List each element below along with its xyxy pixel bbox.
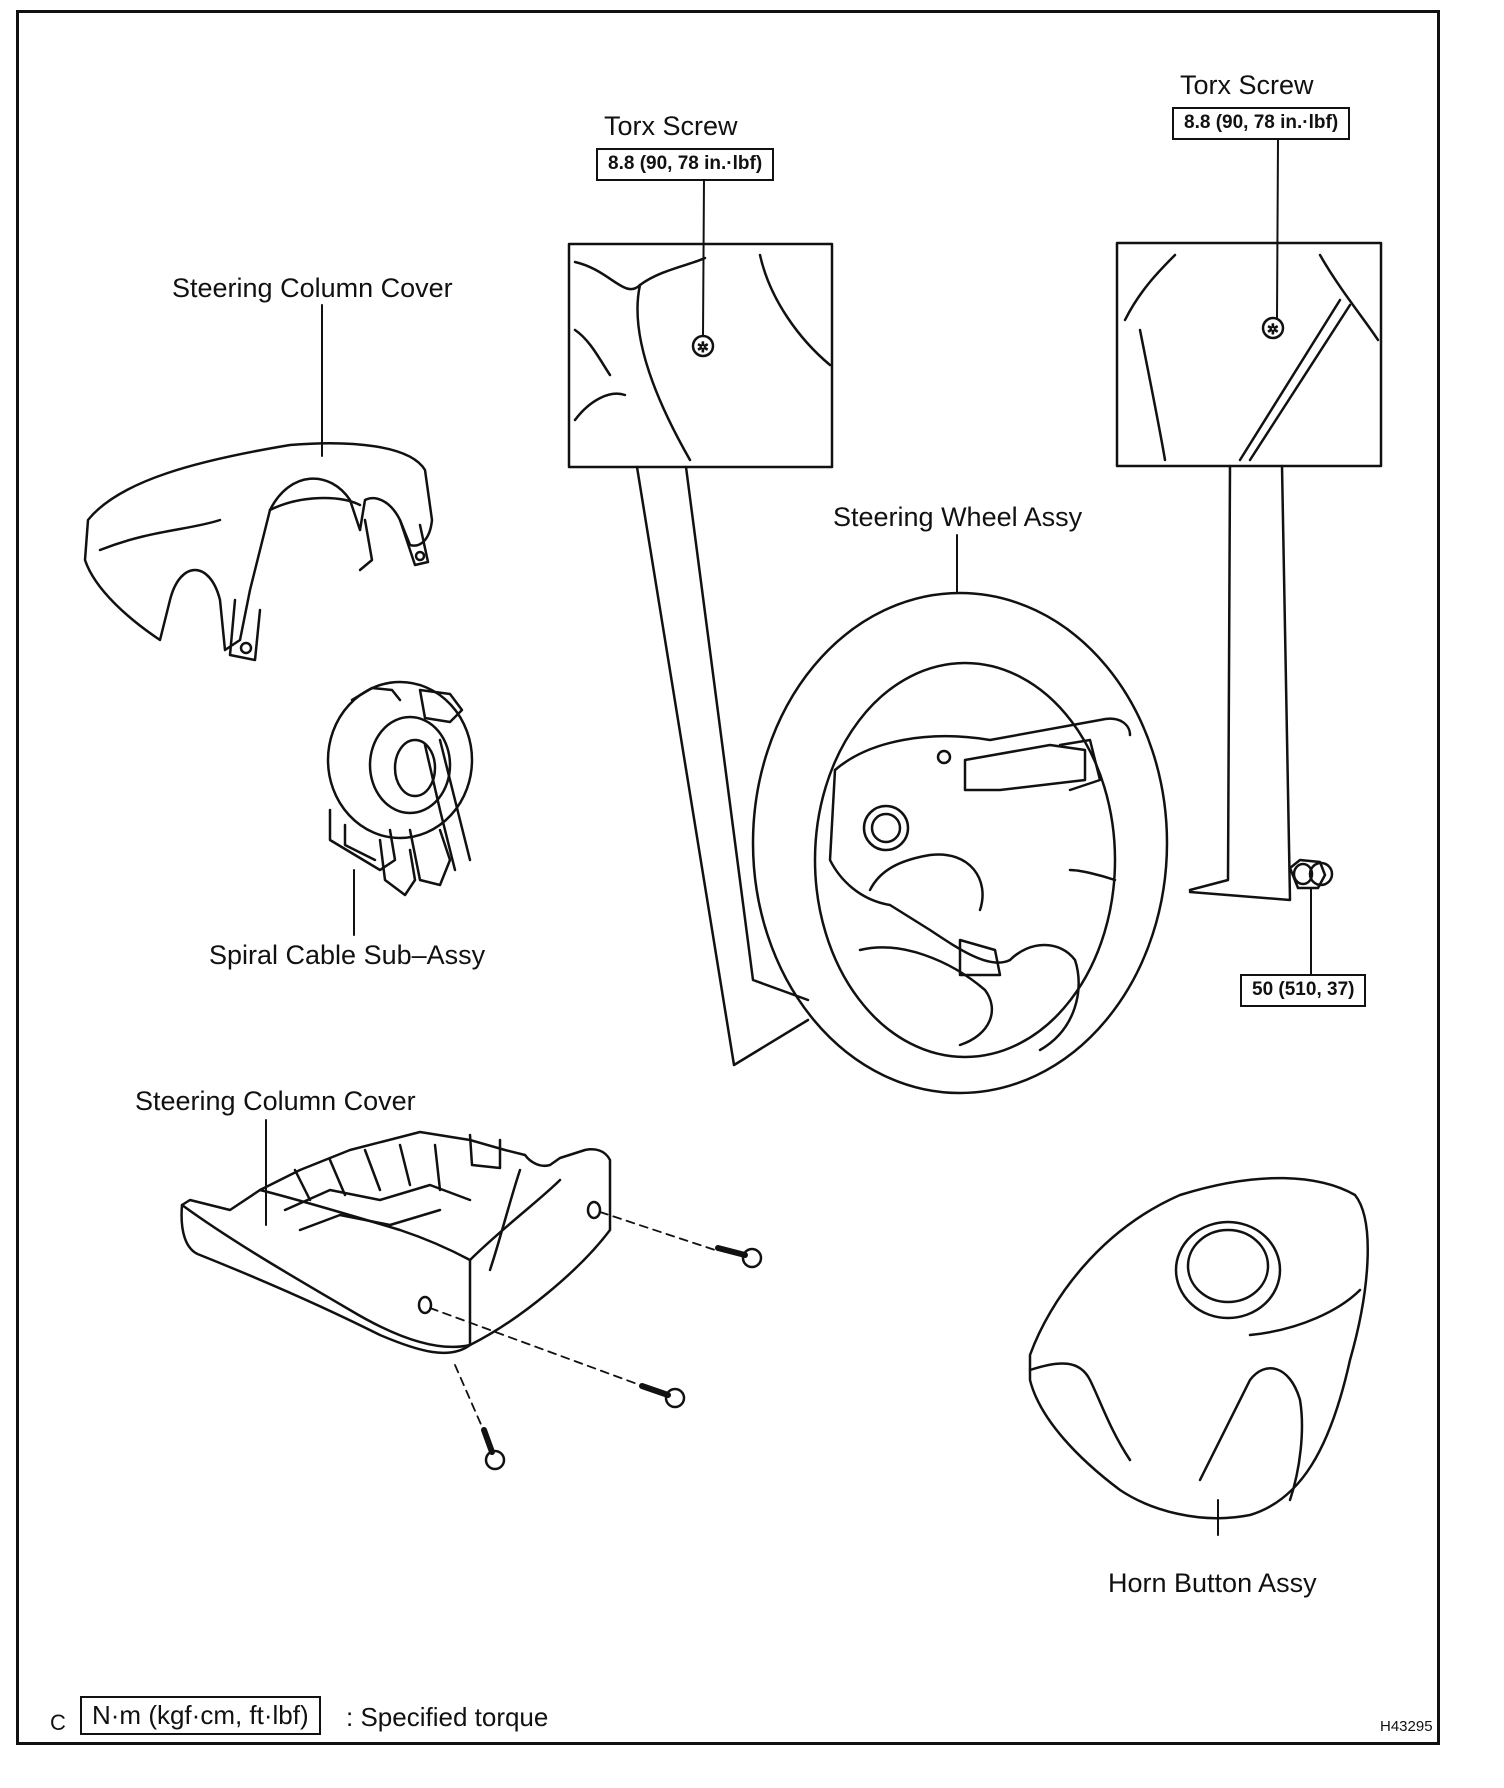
steering-wheel-drawing <box>751 591 1169 1095</box>
legend-prefix: C <box>50 1710 66 1735</box>
label-spiral-cable-sub-assy: Spiral Cable Sub–Assy <box>209 940 486 970</box>
label-horn-button-assy: Horn Button Assy <box>1108 1568 1317 1598</box>
svg-text:✲: ✲ <box>697 339 709 355</box>
torque-spec-nut: 50 (510, 37) <box>1240 974 1367 1007</box>
right-detail-view: ✲ <box>1115 241 1383 468</box>
legend-torque-unit-box: N·m (kgf·cm, ft·lbf) <box>80 1696 321 1736</box>
label-steering-column-cover-lower: Steering Column Cover <box>135 1086 416 1116</box>
lower-cover-screws <box>429 1211 763 1471</box>
label-torx-screw-left: Torx Screw <box>604 111 738 141</box>
diagram-frame <box>16 10 1440 1745</box>
label-steering-column-cover-upper: Steering Column Cover <box>172 273 453 303</box>
figure-code: H43295 <box>1380 1718 1433 1735</box>
label-torx-screw-right: Torx Screw <box>1180 70 1314 100</box>
upper-column-cover-drawing <box>83 442 434 662</box>
legend-specified-torque: : Specified torque <box>346 1702 549 1732</box>
left-detail-view: ✲ <box>567 242 834 469</box>
leader-lines <box>265 139 1312 1536</box>
nut-drawing <box>1288 858 1334 890</box>
torque-spec-torx-left: 8.8 (90, 78 in.·lbf) <box>596 148 775 181</box>
spiral-cable-drawing <box>326 680 474 897</box>
horn-button-drawing <box>1028 1176 1369 1520</box>
torque-spec-torx-right: 8.8 (90, 78 in.·lbf) <box>1172 107 1351 140</box>
detail-projection-lines <box>635 464 1292 1067</box>
svg-text:✲: ✲ <box>1267 321 1279 337</box>
lower-column-cover-drawing <box>180 1130 612 1355</box>
label-steering-wheel-assy: Steering Wheel Assy <box>833 502 1083 532</box>
